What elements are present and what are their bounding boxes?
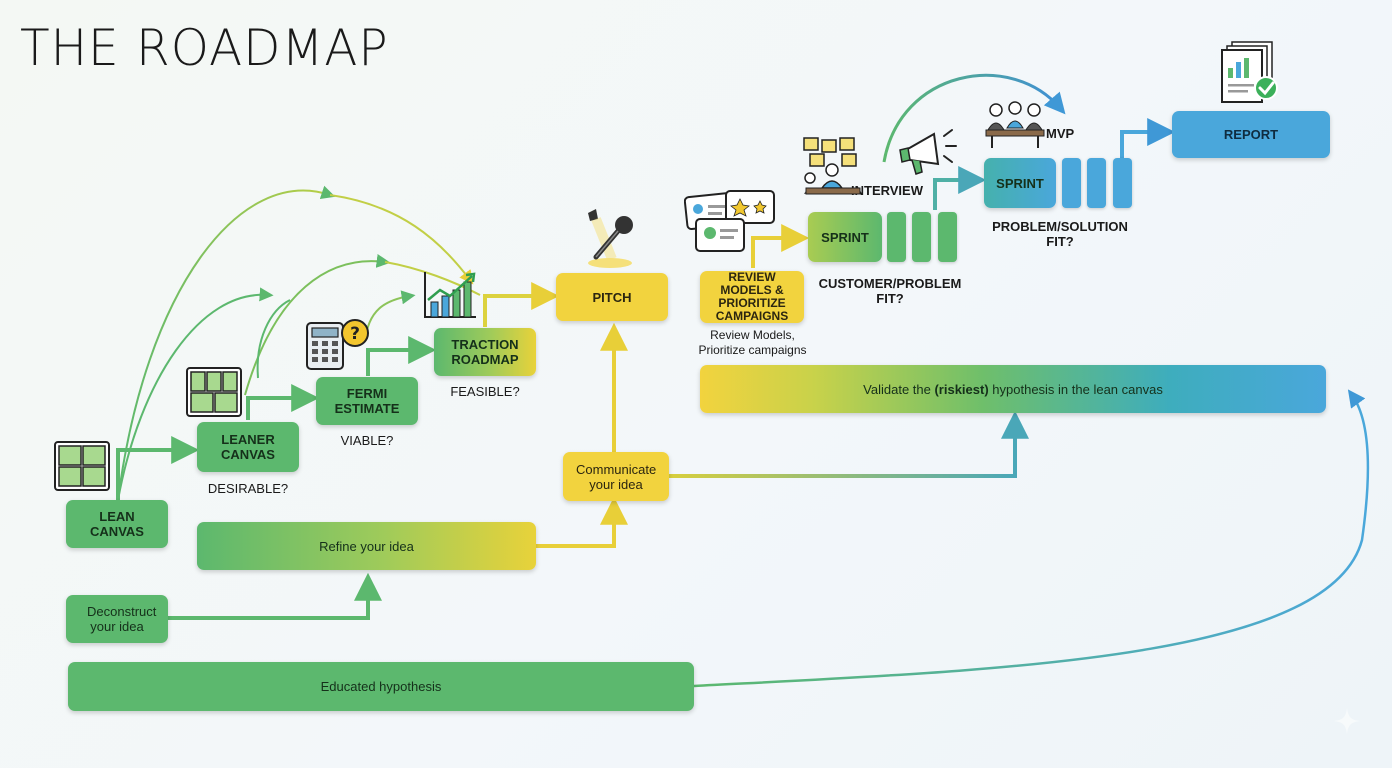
interview-caption: INTERVIEW bbox=[851, 183, 923, 198]
validate-box[interactable]: Validate the (riskiest) hypothesis in th… bbox=[700, 365, 1326, 413]
arrow-sprint2-to-report bbox=[1120, 118, 1176, 158]
arrow-leaner-to-fermi bbox=[246, 384, 320, 420]
team-meeting-icon bbox=[985, 101, 1045, 148]
arc-leaner-top bbox=[384, 261, 481, 296]
sprint-2-step-1 bbox=[1062, 158, 1081, 208]
arrow-lean-to-leaner bbox=[116, 436, 200, 500]
problem-solution-fit-caption: PROBLEM/SOLUTION FIT? bbox=[992, 219, 1128, 249]
arc-lean-to-fermi bbox=[117, 287, 274, 501]
leaner-canvas-grid-icon bbox=[186, 367, 242, 417]
svg-text:?: ? bbox=[350, 324, 360, 344]
megaphone-icon bbox=[899, 129, 957, 175]
educated-hypothesis-box[interactable]: Educated hypothesis bbox=[68, 662, 694, 711]
pitch-box[interactable]: PITCH bbox=[556, 273, 668, 321]
lean-canvas-label: LEAN CANVAS bbox=[90, 509, 144, 539]
mvp-caption: MVP bbox=[1046, 126, 1075, 141]
feasible-caption: FEASIBLE? bbox=[450, 384, 520, 399]
arc-lean-top bbox=[329, 194, 474, 285]
sprint-1-box[interactable]: SPRINT bbox=[808, 212, 882, 262]
educated-hypothesis-label: Educated hypothesis bbox=[320, 679, 442, 694]
traction-roadmap-box[interactable]: TRACTION ROADMAP bbox=[434, 328, 536, 376]
microphone-spotlight-icon bbox=[588, 209, 633, 268]
arrow-deconstruct-to-refine bbox=[168, 572, 382, 620]
sprint-1-step-3 bbox=[938, 212, 957, 262]
arrow-traction-to-pitch bbox=[483, 282, 560, 327]
validate-prefix: Validate the bbox=[863, 381, 935, 397]
arrow-fermi-to-traction bbox=[366, 336, 437, 376]
review-models-label: REVIEW MODELS & PRIORITIZE CAMPAIGNS bbox=[715, 270, 789, 323]
sprint-2-step-2 bbox=[1087, 158, 1106, 208]
refine-box[interactable]: Refine your idea bbox=[197, 522, 536, 570]
deconstruct-label: Deconstruct your idea bbox=[87, 604, 157, 634]
customer-problem-fit-caption: CUSTOMER/PROBLEM FIT? bbox=[818, 276, 962, 306]
arc-interview-to-mvp bbox=[882, 73, 1066, 163]
calculator-question-icon: ? bbox=[306, 319, 369, 370]
id-cards-icon bbox=[684, 190, 775, 252]
lean-canvas-box[interactable]: LEAN CANVAS bbox=[66, 500, 168, 548]
review-models-caption: Review Models, Prioritize campaigns bbox=[698, 328, 807, 357]
validate-suffix: hypothesis in the lean canvas bbox=[988, 381, 1163, 397]
fermi-estimate-box[interactable]: FERMI ESTIMATE bbox=[316, 377, 418, 425]
arrow-sprint1-to-sprint2 bbox=[933, 166, 987, 210]
page-title: THE ROADMAP bbox=[20, 19, 389, 77]
arrow-educated-to-validate bbox=[693, 389, 1370, 688]
leaner-canvas-label: LEANER CANVAS bbox=[221, 432, 275, 462]
traction-roadmap-label: TRACTION ROADMAP bbox=[451, 337, 519, 367]
communicate-box[interactable]: Communicate your idea bbox=[563, 452, 669, 501]
interview-people-icon bbox=[803, 137, 861, 195]
deconstruct-box[interactable]: Deconstruct your idea bbox=[66, 595, 168, 643]
report-documents-icon bbox=[1221, 41, 1278, 103]
desirable-caption: DESIRABLE? bbox=[207, 481, 289, 496]
viable-caption: VIABLE? bbox=[340, 433, 394, 448]
sprint-1-step-1 bbox=[887, 212, 906, 262]
report-label: REPORT bbox=[1223, 127, 1279, 142]
sprint-2-box[interactable]: SPRINT bbox=[984, 158, 1056, 208]
arc-leaner-to-calc bbox=[256, 299, 291, 379]
sparkle-icon bbox=[1334, 708, 1360, 734]
pitch-label: PITCH bbox=[592, 289, 632, 305]
sprint-1-label: SPRINT bbox=[821, 229, 869, 245]
growth-chart-icon bbox=[424, 272, 476, 318]
sprint-2-label: SPRINT bbox=[996, 175, 1044, 191]
arrow-communicate-to-validate bbox=[668, 410, 1029, 478]
report-box[interactable]: REPORT bbox=[1172, 111, 1330, 158]
arrow-refine-to-communicate bbox=[536, 496, 628, 548]
arc-fermi-to-traction bbox=[364, 290, 416, 343]
validate-emphasis: (riskiest) bbox=[934, 381, 989, 397]
validate-label: Validate the (riskiest) hypothesis in th… bbox=[863, 382, 1163, 397]
communicate-label: Communicate your idea bbox=[576, 461, 657, 492]
arc-lean-to-traction bbox=[117, 185, 336, 501]
refine-label: Refine your idea bbox=[319, 538, 414, 554]
lean-canvas-grid-icon bbox=[54, 441, 110, 491]
sprint-2-step-3 bbox=[1113, 158, 1132, 208]
leaner-canvas-box[interactable]: LEANER CANVAS bbox=[197, 422, 299, 472]
arrow-review-to-sprint bbox=[751, 224, 810, 268]
review-models-box[interactable]: REVIEW MODELS & PRIORITIZE CAMPAIGNS bbox=[700, 271, 804, 323]
fermi-estimate-label: FERMI ESTIMATE bbox=[334, 386, 400, 416]
sprint-1-step-2 bbox=[912, 212, 931, 262]
